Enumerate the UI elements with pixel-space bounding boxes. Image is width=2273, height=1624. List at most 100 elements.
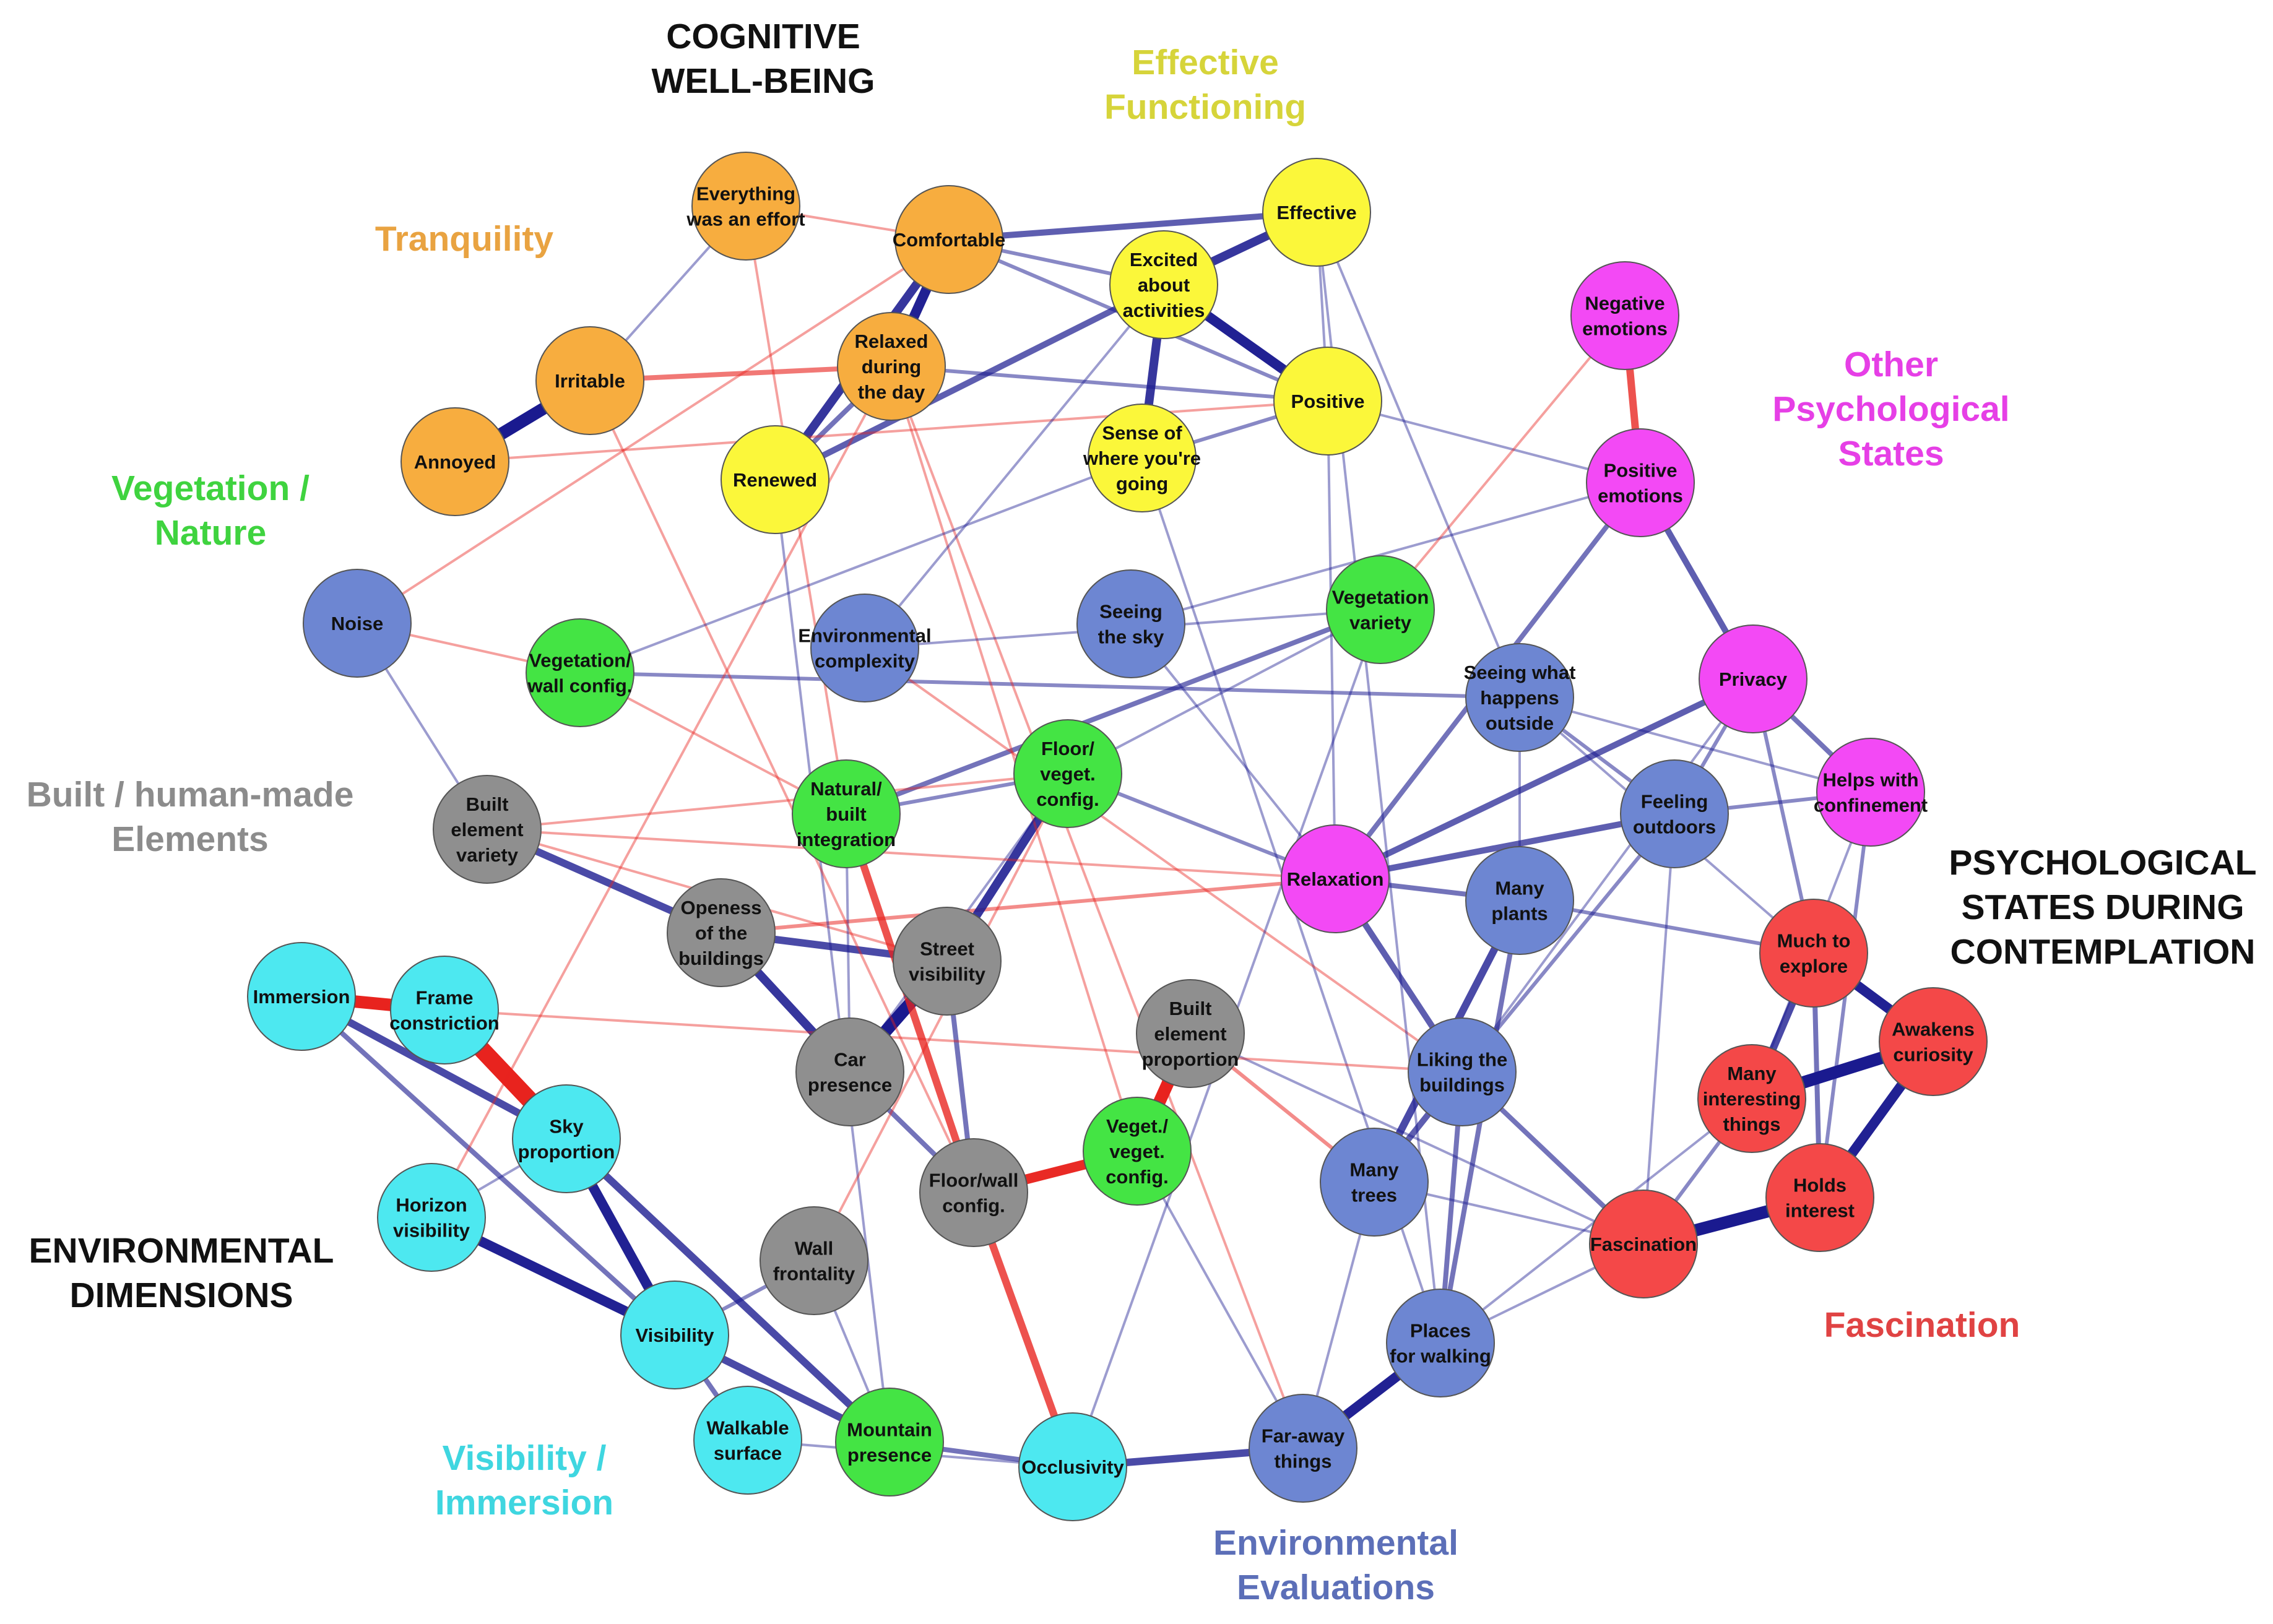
node-label: veget. <box>1040 763 1096 785</box>
node-renewed: Renewed <box>721 425 829 534</box>
node-circle <box>1765 1143 1874 1252</box>
node-label: Renewed <box>733 469 817 491</box>
node-label: where you're <box>1083 447 1201 469</box>
node-vegwall: Vegetation/wall config. <box>526 618 634 727</box>
node-label: frontality <box>773 1263 855 1285</box>
node-label: curiosity <box>1893 1044 1973 1066</box>
node-label: Visibility <box>636 1324 715 1346</box>
node-circle <box>247 942 356 1051</box>
group-label-line: Psychological <box>1772 389 2009 429</box>
node-comfortable: Comfortable <box>893 185 1005 294</box>
node-label: Places <box>1410 1320 1471 1342</box>
node-label: Natural/ <box>810 778 882 800</box>
group-label-visibility: Visibility /Immersion <box>435 1438 613 1522</box>
node-circle <box>691 152 800 261</box>
node-label: Built <box>1169 998 1212 1019</box>
node-circle <box>835 1388 944 1497</box>
edge-skyprop-mountain <box>563 1135 893 1446</box>
node-label: constriction <box>389 1013 499 1034</box>
node-label: Sky <box>549 1116 584 1138</box>
node-circle <box>1408 1017 1517 1126</box>
edge-privacy-relaxation <box>1332 676 1756 882</box>
node-circle <box>1465 643 1574 752</box>
group-label-line: Nature <box>155 513 267 553</box>
node-label: Positive <box>1604 460 1678 482</box>
node-label: Annoyed <box>414 451 496 473</box>
edge-relaxed-faraway <box>890 365 1304 1449</box>
edge-vegwall-seeingwhat <box>578 671 1522 699</box>
node-circle <box>1586 428 1695 537</box>
edge-irritable-floorwall <box>589 379 975 1194</box>
edge-noise-comfortable <box>356 238 950 624</box>
node-label: Liking the <box>1417 1049 1507 1071</box>
node-label: Helps with <box>1822 769 1918 791</box>
node-label: activities <box>1123 300 1205 321</box>
group-label-line: Tranquility <box>375 219 554 259</box>
group-label-line: Evaluations <box>1237 1568 1435 1607</box>
node-circle <box>667 878 776 987</box>
node-circle <box>1386 1289 1495 1397</box>
group-label-line: Effective <box>1132 43 1279 82</box>
node-label: interest <box>1785 1200 1855 1222</box>
node-label: Street <box>920 938 974 960</box>
edge-relaxation-openess <box>719 877 1337 935</box>
node-circle <box>400 407 509 516</box>
edge-comfortable-effective <box>946 209 1320 243</box>
node-circle <box>1109 230 1218 339</box>
node-effective: Effective <box>1262 158 1371 267</box>
node-label: Noise <box>331 613 383 634</box>
node-circle <box>1570 261 1679 370</box>
node-label: Immersion <box>253 986 350 1008</box>
edge-annoyed-positive <box>454 400 1329 463</box>
edge-vegvariety-negemo <box>1379 314 1626 611</box>
node-label: wall config. <box>527 675 633 697</box>
node-label: Walkable <box>706 1417 789 1439</box>
node-label: happens <box>1480 687 1559 709</box>
node-label: Veget./ <box>1106 1115 1168 1137</box>
node-label: variety <box>1349 612 1412 634</box>
node-label: Much to <box>1777 930 1851 952</box>
node-label: buildings <box>1419 1074 1505 1096</box>
node-circle <box>1273 347 1382 456</box>
node-circle <box>760 1206 868 1315</box>
edge-wallfront-floorveg <box>813 772 1069 1262</box>
node-label: Privacy <box>1719 668 1788 690</box>
node-label: the day <box>858 381 925 403</box>
node-positive: Positive <box>1273 347 1382 456</box>
edge-immersion-visibility <box>299 994 677 1337</box>
node-label: Openess <box>681 897 762 918</box>
node-noise: Noise <box>303 569 412 678</box>
node-label: Awakens <box>1892 1019 1975 1040</box>
edge-seeingwhat-confinement <box>1518 696 1872 793</box>
node-floorveg: Floor/veget.config. <box>1013 719 1122 828</box>
node-label: veget. <box>1109 1141 1165 1162</box>
node-circle <box>1281 824 1390 933</box>
edge-envcomplex-likingbuild <box>864 647 1463 1073</box>
node-label: Positive <box>1291 391 1365 412</box>
node-label: trees <box>1351 1185 1397 1206</box>
node-circle <box>1759 899 1868 1008</box>
node-label: was an effort <box>686 209 805 230</box>
node-label: Seeing <box>1099 601 1162 623</box>
node-label: element <box>451 819 523 840</box>
group-label-line: Visibility / <box>442 1438 606 1478</box>
node-label: proportion <box>518 1141 615 1163</box>
